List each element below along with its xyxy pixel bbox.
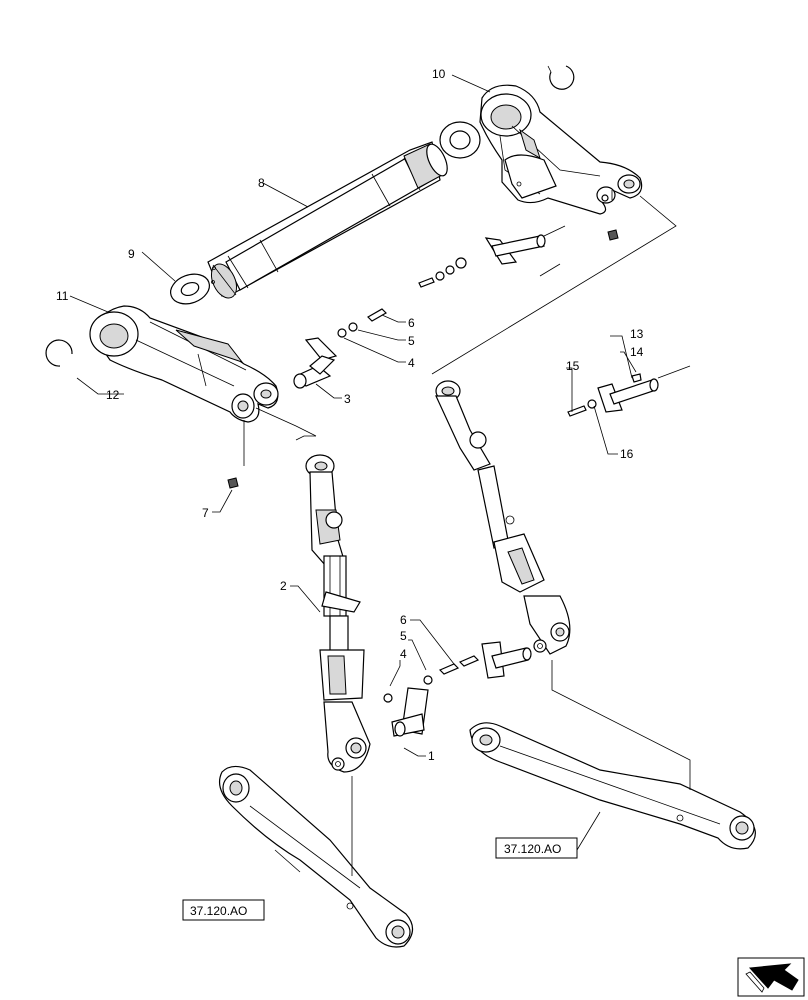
pin-plate-upper-right	[418, 234, 546, 288]
callout-13: 13	[630, 327, 644, 341]
callout-6-bottom: 6	[400, 613, 407, 627]
pin-plate-13	[567, 373, 659, 417]
callout-3: 3	[344, 392, 351, 406]
callout-10: 10	[432, 67, 446, 81]
reference-box-left[interactable]: 37.120.AO	[182, 899, 265, 921]
nut-right-arm	[607, 229, 619, 241]
callout-14: 14	[630, 345, 644, 359]
callout-8: 8	[258, 176, 265, 190]
callout-2: 2	[280, 579, 287, 593]
pin-plate-left-3	[227, 308, 387, 489]
arrow-next-icon[interactable]	[737, 957, 805, 997]
callout-12: 12	[106, 388, 120, 402]
top-link-left-2	[305, 454, 371, 773]
reference-label-right: 37.120.AO	[504, 842, 561, 856]
callout-4-top: 4	[408, 356, 415, 370]
snap-ring-right	[547, 65, 575, 90]
leader-lines	[69, 74, 691, 876]
top-link-right	[435, 380, 571, 655]
lower-link-right	[469, 722, 756, 850]
callout-4-bottom: 4	[400, 647, 407, 661]
snap-ring-left-12	[45, 339, 73, 367]
reference-label-left: 37.120.AO	[190, 904, 247, 918]
callout-5-bottom: 5	[400, 629, 407, 643]
washer-right	[439, 121, 481, 159]
shaft-8	[207, 141, 448, 299]
washer-9	[170, 273, 210, 305]
callout-1: 1	[428, 749, 435, 763]
callout-9: 9	[128, 247, 135, 261]
callout-6-top: 6	[408, 316, 415, 330]
lower-link-left	[219, 765, 414, 948]
callout-15: 15	[566, 359, 580, 373]
callout-16: 16	[620, 447, 634, 461]
callout-labels: 8 9 10 11 12 6 5 4 3 7 2 6 5 4 1 13 14 1…	[56, 67, 644, 763]
callout-7: 7	[202, 506, 209, 520]
lift-arm-left-11	[89, 305, 279, 423]
reference-box-right[interactable]: 37.120.AO	[495, 837, 578, 859]
callout-11: 11	[56, 289, 69, 303]
callout-5-top: 5	[408, 334, 415, 348]
pin-plate-lower-1	[383, 641, 532, 737]
lift-arm-right-10	[479, 84, 643, 215]
